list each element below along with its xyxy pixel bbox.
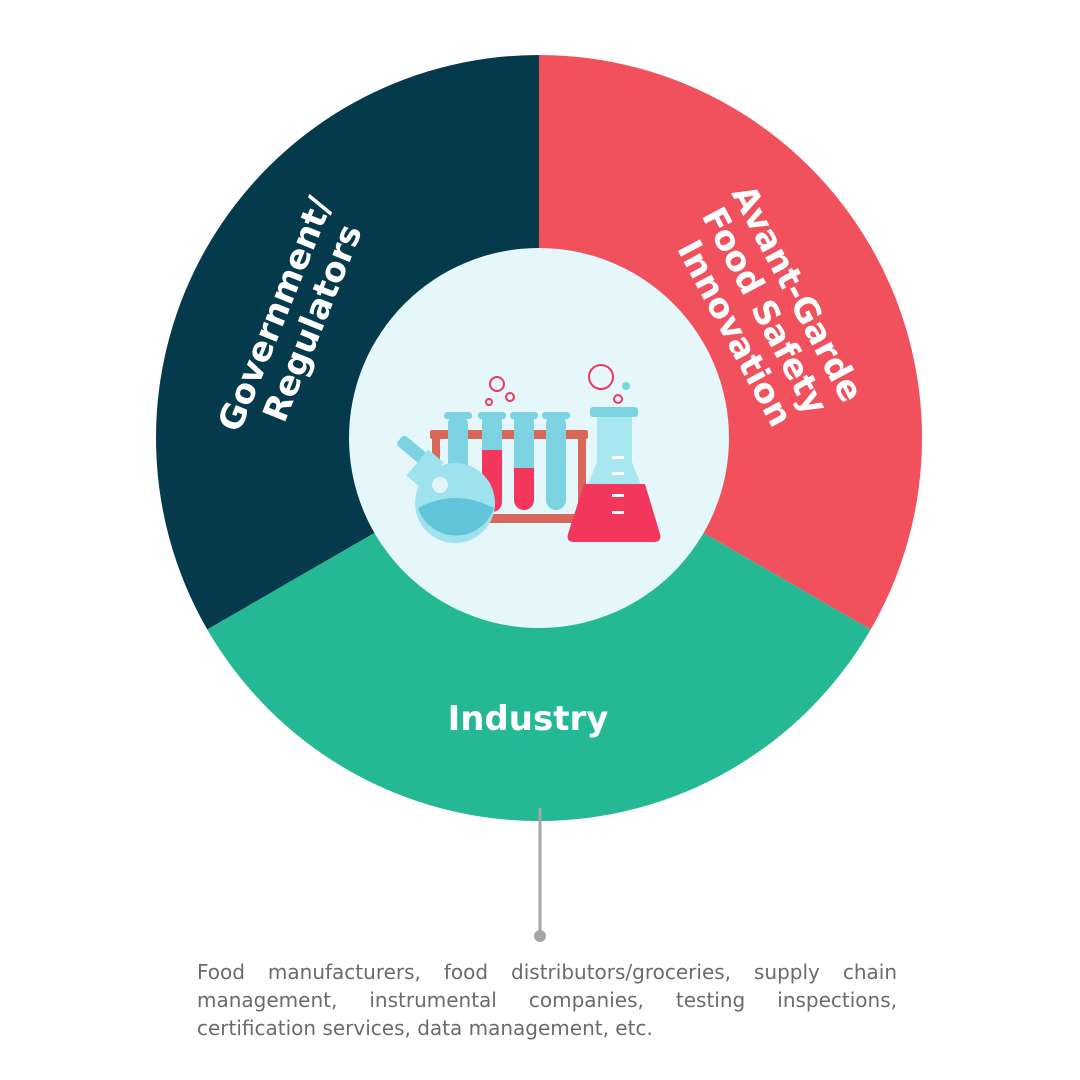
industry-label: Industry <box>448 699 609 739</box>
industry-description: Food manufacturers, food distributors/gr… <box>197 960 897 1040</box>
callout-dot <box>534 930 546 942</box>
segment-industry <box>207 438 871 822</box>
lab-glassware-icon <box>397 364 661 543</box>
